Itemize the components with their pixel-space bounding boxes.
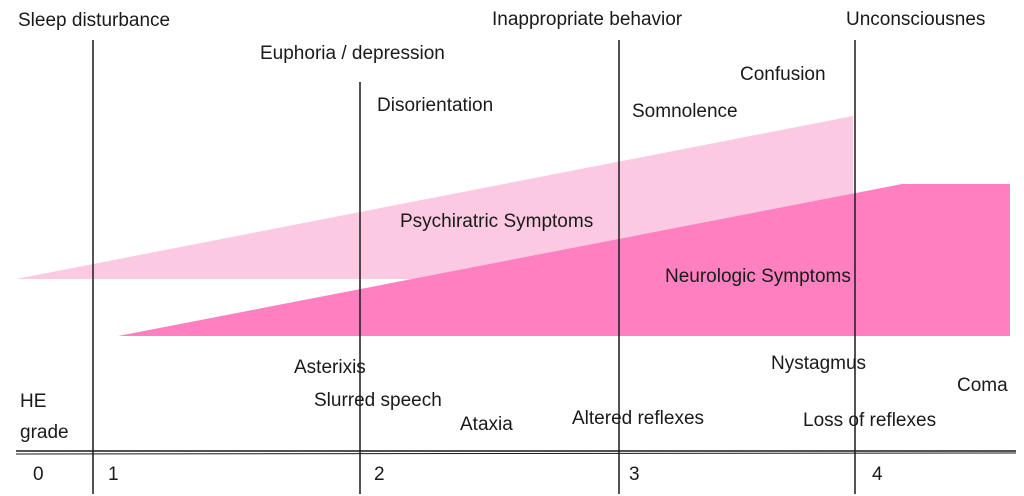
label-slurred-speech: Slurred speech bbox=[314, 390, 442, 411]
label-asterixis: Asterixis bbox=[294, 357, 366, 378]
grade-label-4: 4 bbox=[872, 464, 883, 485]
neurologic-symptoms-band bbox=[118, 184, 1010, 336]
neurologic-symptoms-label: Neurologic Symptoms bbox=[665, 266, 851, 287]
label-euphoria-depression: Euphoria / depression bbox=[260, 43, 445, 64]
label-nystagmus: Nystagmus bbox=[771, 353, 867, 374]
label-loss-of-reflexes: Loss of reflexes bbox=[803, 410, 937, 431]
label-sleep-disturbance: Sleep disturbance bbox=[18, 10, 171, 31]
psychiatric-symptoms-label: Psychiratric Symptoms bbox=[400, 211, 594, 232]
axis-title-line2: grade bbox=[20, 422, 69, 443]
label-confusion: Confusion bbox=[740, 64, 826, 85]
label-inappropriate-behavior: Inappropriate behavior bbox=[492, 9, 683, 30]
label-coma: Coma bbox=[957, 375, 1008, 396]
axis-title-line1: HE bbox=[20, 391, 47, 412]
label-somnolence: Somnolence bbox=[632, 101, 738, 122]
label-disorientation: Disorientation bbox=[377, 95, 494, 116]
grade-label-2: 2 bbox=[374, 464, 385, 485]
label-ataxia: Ataxia bbox=[460, 414, 513, 435]
grade-label-0: 0 bbox=[33, 464, 44, 485]
grade-axis-line-secondary bbox=[15, 452, 1017, 455]
grade-label-3: 3 bbox=[629, 464, 640, 485]
grade-label-1: 1 bbox=[108, 464, 119, 485]
label-unconsciousness: Unconsciousnes bbox=[846, 9, 986, 30]
label-altered-reflexes: Altered reflexes bbox=[572, 408, 705, 429]
